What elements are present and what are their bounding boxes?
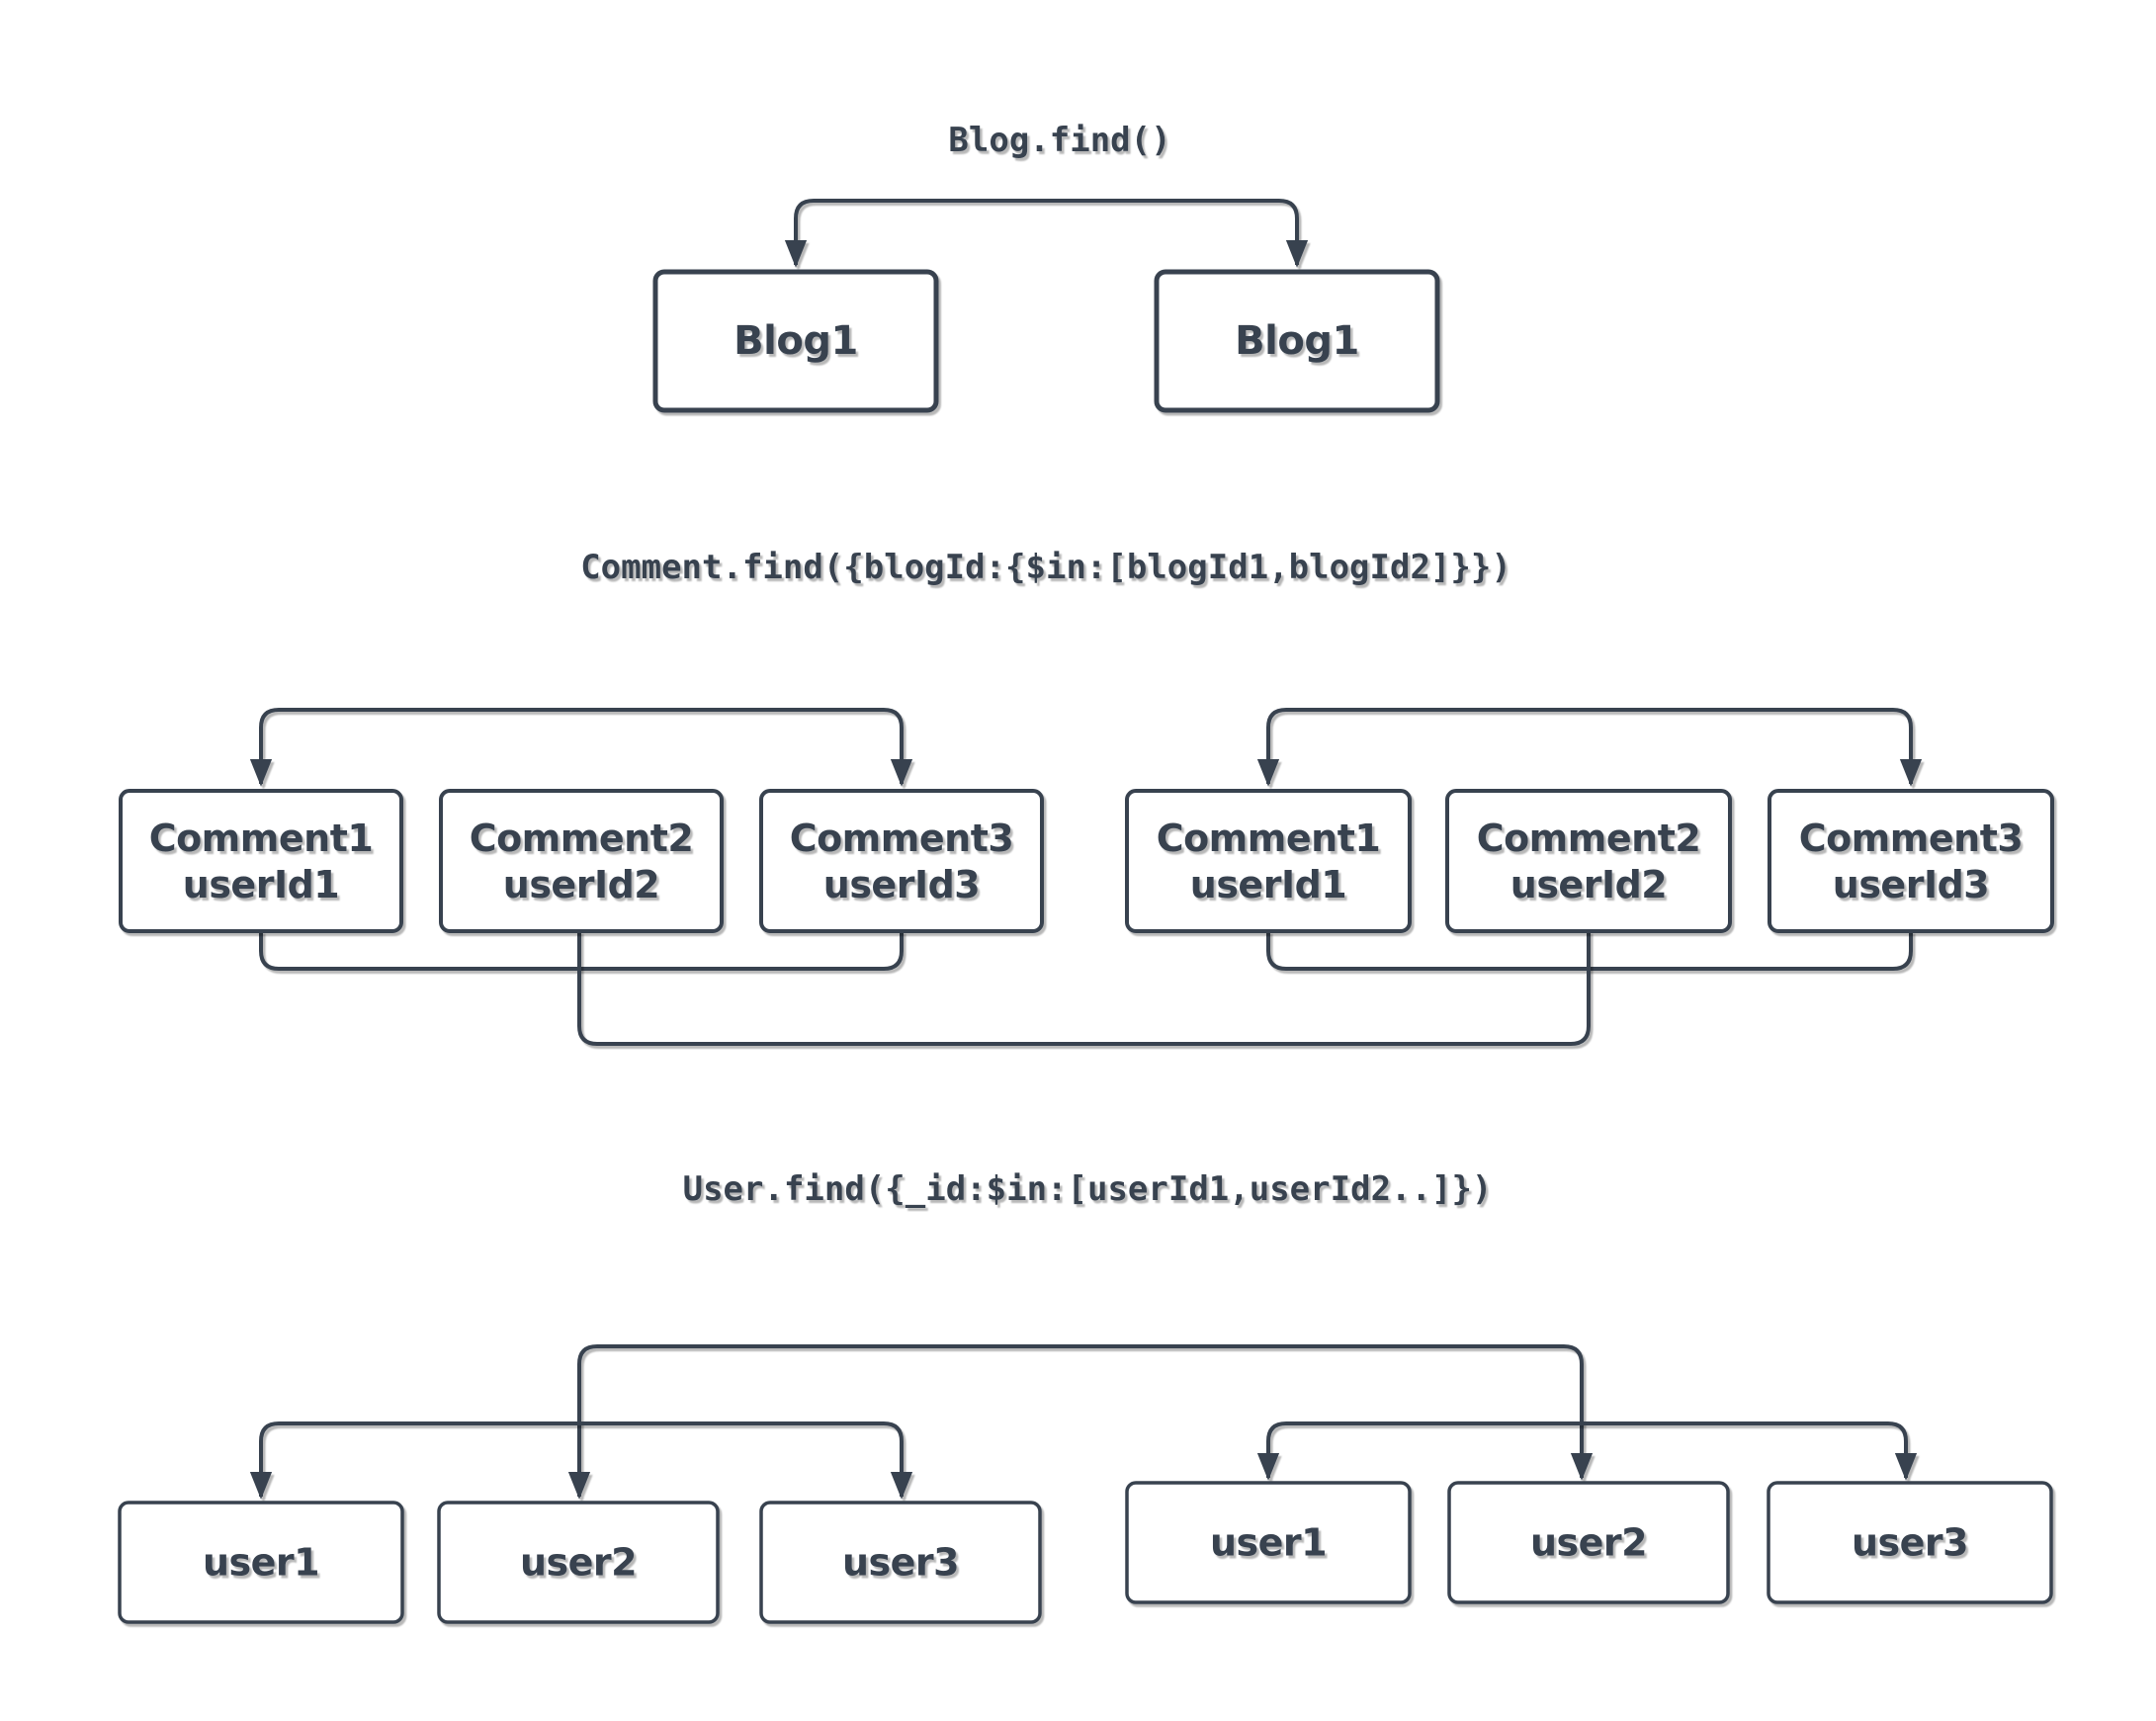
comment-node-label: Comment2 <box>470 817 694 860</box>
user-node-box <box>759 1501 1042 1624</box>
user-node-box <box>1767 1481 2053 1604</box>
user-node: user1 <box>1125 1481 1412 1604</box>
user-node-label: user3 <box>842 1541 959 1585</box>
edge-blogfind-split <box>784 199 1309 268</box>
blog-node-label: Blog1 <box>733 318 858 364</box>
comment-node-label: Comment2 <box>1477 817 1701 860</box>
user-node-label: user1 <box>203 1541 319 1585</box>
comment-node-box <box>119 789 403 933</box>
edge-user-dist-right <box>1256 1421 1918 1481</box>
user-node-label: user3 <box>1852 1521 1968 1565</box>
blog-node-box <box>1154 269 1440 413</box>
user-node: user1 <box>118 1501 404 1624</box>
user-node: user3 <box>1767 1481 2053 1604</box>
comment-node-label: userId2 <box>1510 863 1667 906</box>
user-node-label: user2 <box>1530 1521 1647 1565</box>
blog-node: Blog1 <box>1154 269 1440 413</box>
comment-node-label: Comment3 <box>1799 817 2024 860</box>
blog-node-label: Blog1 <box>1235 318 1359 364</box>
user-node: user2 <box>1447 1481 1730 1604</box>
comment-node-label: Comment1 <box>149 817 374 860</box>
query-label-comment-find: Comment.find({blogId:{$in:[blogId1,blogI… <box>580 548 1511 587</box>
comment-node-box <box>439 789 724 933</box>
comment-node-label: userId1 <box>183 863 339 906</box>
user-node-box <box>1125 1481 1412 1604</box>
blog-node-box <box>652 269 939 413</box>
user-node-box <box>437 1501 720 1624</box>
user-node: user2 <box>437 1501 720 1624</box>
blog-node: Blog1 <box>652 269 939 413</box>
comment-node-label: userId3 <box>823 863 980 906</box>
edge-user-dist-left <box>249 1421 913 1500</box>
edge-user-split <box>567 1344 1594 1500</box>
comment-node-label: userId2 <box>503 863 659 906</box>
user-node-box <box>118 1501 404 1624</box>
comment-node-box <box>1125 789 1412 933</box>
comment-node-label: Comment1 <box>1157 817 1381 860</box>
user-node-box <box>1447 1481 1730 1604</box>
user-node-label: user2 <box>520 1541 637 1585</box>
comment-node-label: userId3 <box>1833 863 1989 906</box>
comment-node-box <box>1445 789 1732 933</box>
comment-node-box <box>1768 789 2054 933</box>
query-label-user-find: User.find({_id:$in:[userId1,userId2..]}) <box>683 1169 1493 1209</box>
user-node: user3 <box>759 1501 1042 1624</box>
comment-node-box <box>759 789 1044 933</box>
edge-merge-rail <box>577 931 1591 1046</box>
query-label-blog-find: Blog.find() <box>948 121 1170 160</box>
comment-node-label: userId1 <box>1190 863 1346 906</box>
comment-node-label: Comment3 <box>790 817 1014 860</box>
user-node-label: user1 <box>1210 1521 1327 1565</box>
